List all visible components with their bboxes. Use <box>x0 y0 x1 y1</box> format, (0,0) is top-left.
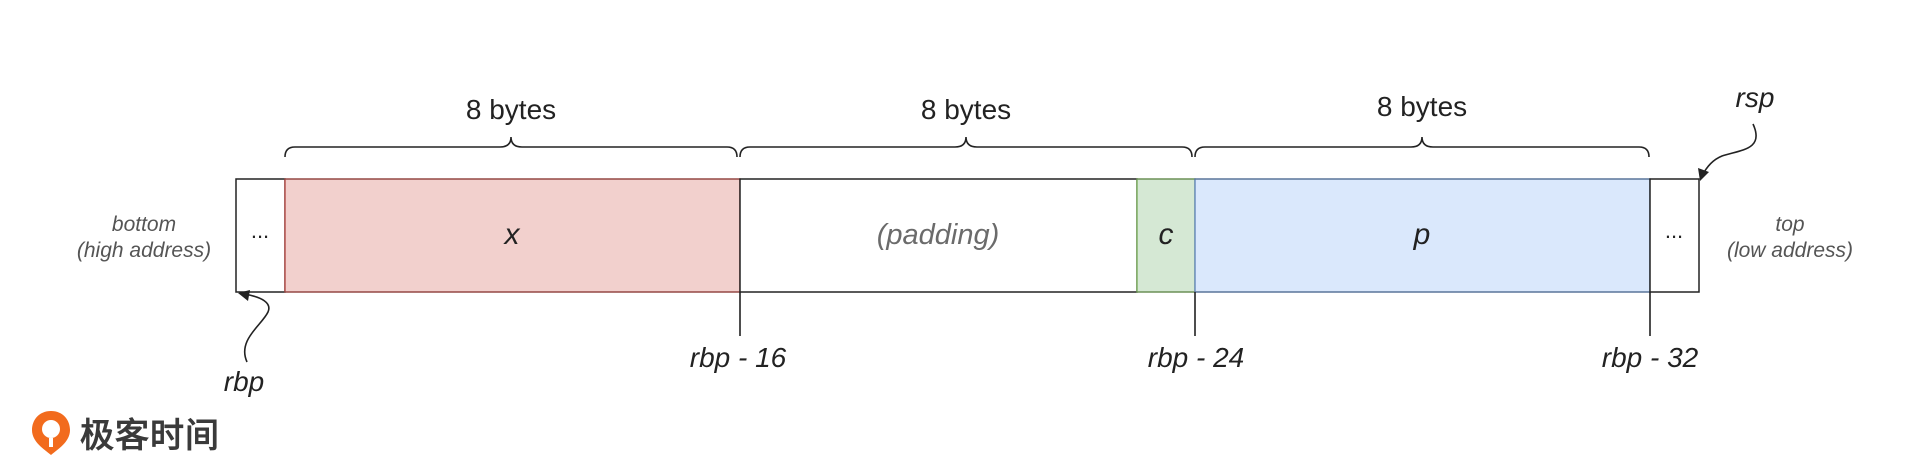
rsp-label: rsp <box>1736 82 1775 113</box>
top-label-line2: (low address) <box>1727 239 1853 262</box>
cell-p <box>1194 178 1651 293</box>
brace-2 <box>739 136 1193 158</box>
cell-ellipsis-left <box>235 178 286 293</box>
rbp-minus-24-label: rbp - 24 <box>1148 342 1245 373</box>
cell-padding-label: (padding) <box>877 219 1000 251</box>
rbp-arrowhead <box>238 290 250 301</box>
rbp-label: rbp <box>224 366 264 397</box>
bytes-label-3: 8 bytes <box>1377 91 1467 122</box>
cell-x <box>284 178 741 293</box>
top-label-line1: top <box>1775 213 1804 236</box>
rbp-minus-32-label: rbp - 32 <box>1602 342 1699 373</box>
bottom-label-line2: (high address) <box>77 239 211 262</box>
cell-p-label: p <box>1413 218 1431 251</box>
cell-padding <box>739 178 1138 293</box>
cell-ellipsis-right <box>1649 178 1700 293</box>
bytes-label-2: 8 bytes <box>921 94 1011 125</box>
rsp-arrowhead <box>1698 168 1709 181</box>
cell-c-label: c <box>1159 218 1174 251</box>
cell-ellipsis-left-label: ... <box>251 218 269 243</box>
rbp-arrow <box>243 293 270 363</box>
cell-ellipsis-right-label: ... <box>1665 218 1683 243</box>
rsp-arrow <box>1701 123 1757 177</box>
bottom-label-line1: bottom <box>112 213 176 236</box>
brace-3 <box>1194 136 1650 158</box>
cell-x-label: x <box>503 218 521 251</box>
logo-text: 极客时间 <box>80 416 220 456</box>
rbp-minus-16-label: rbp - 16 <box>690 342 787 373</box>
logo-pin-icon <box>32 410 70 455</box>
brace-1 <box>284 136 738 158</box>
logo: 极客时间 <box>30 408 220 457</box>
bytes-label-1: 8 bytes <box>466 94 556 125</box>
